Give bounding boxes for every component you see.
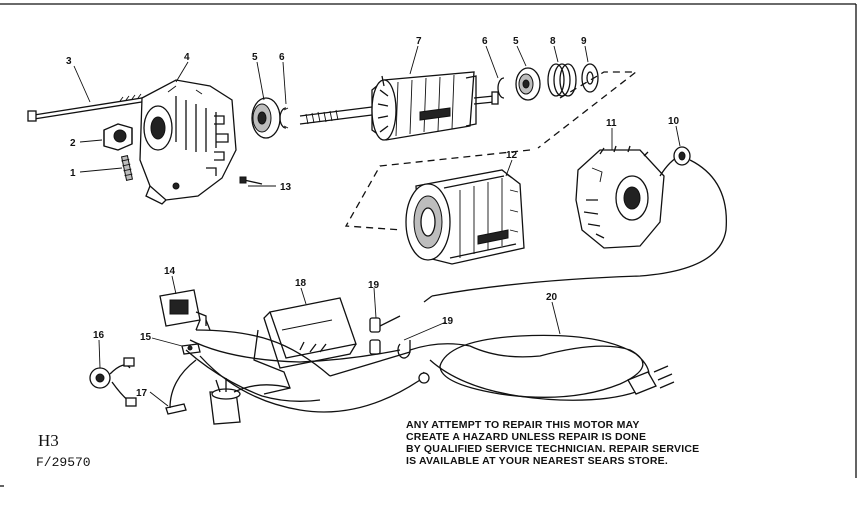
setscrew [120, 155, 134, 181]
power-cord [409, 334, 675, 401]
capacitor-box [253, 297, 357, 395]
bracket-17 [165, 403, 187, 415]
switch [159, 289, 211, 331]
callout-17: 17 [136, 388, 148, 399]
bearing-left [251, 97, 281, 139]
callout-18: 18 [295, 278, 307, 289]
figure-code: F/29570 [36, 455, 91, 470]
callout-11: 11 [606, 118, 617, 129]
stator [405, 169, 525, 265]
rotor [299, 71, 499, 141]
small-screw [239, 176, 263, 185]
callout-leaders [73, 45, 681, 407]
dashed-guide-lines [344, 71, 638, 231]
thermal-protector-16 [89, 357, 137, 407]
callout-16: 16 [93, 330, 105, 341]
washer [581, 63, 599, 93]
callout-20: 20 [546, 292, 558, 303]
callout-13: 13 [280, 182, 292, 193]
warning-line-3: BY QUALIFIED SERVICE TECHNICIAN. REPAIR … [406, 443, 699, 455]
callout-19-bottom: 19 [442, 316, 454, 327]
callout-6-right: 6 [482, 36, 488, 47]
callout-9: 9 [581, 36, 587, 47]
retaining-ring-left [279, 107, 289, 129]
warning-line-2: CREATE A HAZARD UNLESS REPAIR IS DONE [406, 431, 646, 443]
terminal-15 [181, 343, 201, 355]
wire-connector-bottom [369, 339, 411, 359]
callout-1: 1 [70, 168, 76, 179]
callout-2: 2 [70, 138, 76, 149]
callout-6-left: 6 [279, 52, 285, 63]
callout-5-left: 5 [252, 52, 258, 63]
callout-15: 15 [140, 332, 152, 343]
bearing-right [515, 67, 541, 101]
warning-line-1: ANY ATTEMPT TO REPAIR THIS MOTOR MAY [406, 419, 640, 431]
callout-8: 8 [550, 36, 556, 47]
callout-4: 4 [184, 52, 190, 63]
warning-line-4: IS AVAILABLE AT YOUR NEAREST SEARS STORE… [406, 455, 668, 467]
end-bell-rear [575, 145, 665, 249]
spring-washer [547, 63, 577, 97]
lead-grommet [423, 146, 728, 303]
callout-12: 12 [506, 150, 518, 161]
wire-connector-top [369, 315, 401, 333]
wiring-harness [169, 329, 430, 413]
retaining-ring-right [497, 77, 505, 99]
handwritten-label: H3 [38, 431, 59, 450]
capacitor [209, 378, 241, 425]
callout-10: 10 [668, 116, 680, 127]
callout-3: 3 [66, 56, 72, 67]
callout-7: 7 [416, 36, 422, 47]
coupling-nut [103, 123, 133, 151]
through-bolt [27, 93, 149, 122]
end-bell-front [139, 79, 237, 205]
callout-14: 14 [164, 266, 176, 277]
callout-19-top: 19 [368, 280, 380, 291]
callout-5-right: 5 [513, 36, 519, 47]
